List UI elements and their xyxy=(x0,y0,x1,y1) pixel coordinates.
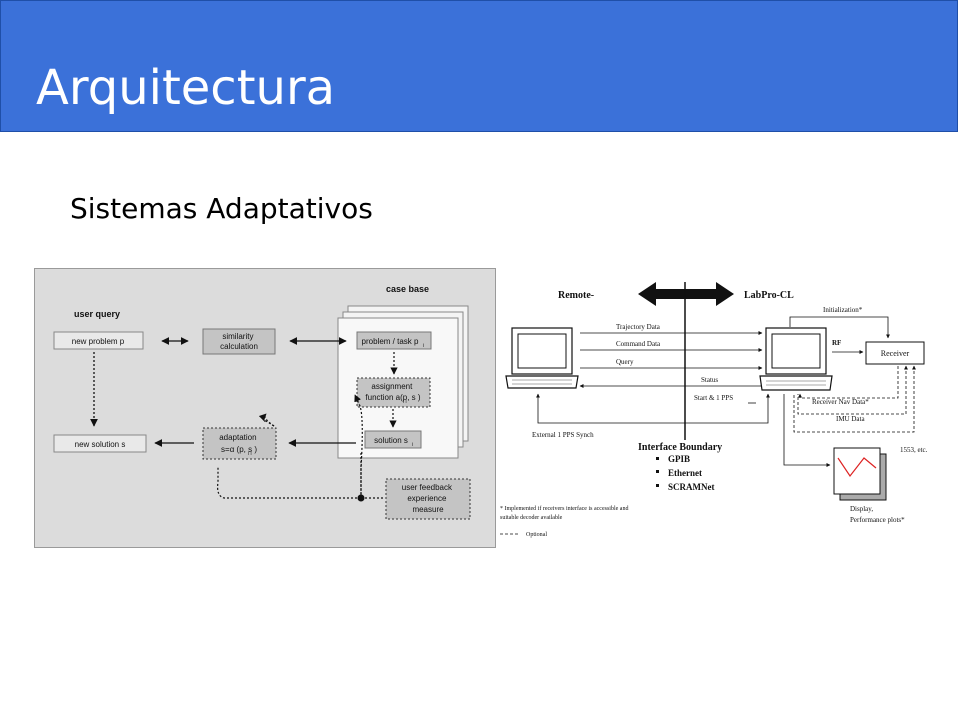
boundary-title: Interface Boundary xyxy=(638,442,722,453)
display-plot-icon xyxy=(833,447,887,501)
assignment-text: assignment function a(p, s ) xyxy=(365,382,420,402)
solution-sub: i xyxy=(412,442,413,448)
footnote-line-2: suitable decoder available xyxy=(500,515,563,521)
new-solution-box xyxy=(53,434,147,453)
similarity-line-1: similarity xyxy=(222,332,253,341)
assignment-sub: i i xyxy=(403,399,407,405)
bullet-icon xyxy=(656,470,659,473)
left-computer-icon xyxy=(505,327,579,389)
adaptation-box xyxy=(202,427,277,460)
arrow-1553 xyxy=(793,365,916,433)
user-query-label: user query xyxy=(74,309,120,319)
query-label: Query xyxy=(616,358,634,366)
display-text: Display, Performance plots* xyxy=(850,505,905,524)
right-computer-icon xyxy=(759,327,833,391)
slide-title: Arquitectura xyxy=(36,60,336,116)
boundary-item-scramnet: SCRAMNet xyxy=(668,482,715,492)
boundary-item-ethernet: Ethernet xyxy=(668,468,702,478)
status-label: Status xyxy=(701,376,718,384)
big-double-arrow-icon xyxy=(638,282,734,306)
new-solution-text: new solution s xyxy=(75,440,126,449)
solution-text: solution s xyxy=(374,436,408,445)
arrow-initialization xyxy=(789,316,890,339)
external-pps-label: External 1 PPS Synch xyxy=(532,431,594,439)
arrow-imu xyxy=(797,365,908,415)
imu-label: IMU Data xyxy=(836,415,865,423)
solution-box xyxy=(364,430,422,449)
initialization-label: Initialization* xyxy=(823,306,863,314)
problem-task-box xyxy=(356,331,432,350)
receiver-box xyxy=(865,341,925,365)
problem-task-text: problem / task p xyxy=(362,337,419,346)
feedback-line-3: measure xyxy=(412,505,444,514)
arrow-feedback-to-assignment xyxy=(354,394,363,498)
boundary-item-gpib: GPIB xyxy=(668,454,690,464)
new-problem-box xyxy=(53,331,144,350)
assignment-box xyxy=(356,377,431,408)
assignment-line-2: function a(p, s ) xyxy=(365,393,420,402)
arrow-display xyxy=(783,394,831,467)
new-problem-text: new problem p xyxy=(72,337,125,346)
footnote-line-1: * Implemented if receivers interface is … xyxy=(500,505,628,512)
bullet-icon xyxy=(656,484,659,487)
receiver-label: Receiver xyxy=(881,349,910,358)
feedback-box xyxy=(385,478,471,520)
feedback-line-1: user feedback xyxy=(402,483,453,492)
slide-subtitle: Sistemas Adaptativos xyxy=(70,192,373,225)
display-line-2: Performance plots* xyxy=(850,516,905,524)
assignment-line-1: assignment xyxy=(371,382,413,391)
start-pps-label: Start & 1 PPS xyxy=(694,394,733,402)
interface-diagram: Remote- LabPro-CL Trajectory Data Comman… xyxy=(500,282,928,538)
feedback-text: user feedback experience measure xyxy=(402,483,455,514)
arrow-receiver-nav xyxy=(798,366,899,399)
similarity-text: similarity calculation xyxy=(220,332,258,351)
rf-label: RF xyxy=(832,339,841,347)
remote-label: Remote- xyxy=(558,290,594,301)
adaptation-line-2: s=α (p, s ) xyxy=(221,445,257,454)
bullet-icon xyxy=(656,457,659,460)
trajectory-label: Trajectory Data xyxy=(616,323,661,331)
similarity-line-2: calculation xyxy=(220,342,258,351)
display-line-1: Display, xyxy=(850,505,873,513)
problem-task-sub: i xyxy=(423,343,424,349)
command-label: Command Data xyxy=(616,340,661,348)
etc1553-label: 1553, etc. xyxy=(900,446,928,454)
title-bar xyxy=(0,0,958,132)
adaptation-sub: i i xyxy=(248,451,252,457)
feedback-line-2: experience xyxy=(407,494,447,503)
adaptation-text: adaptation s=α (p, s ) xyxy=(219,433,259,454)
arrow-start-pps-connector xyxy=(536,393,770,424)
receiver-nav-label: Receiver Nav Data* xyxy=(812,398,869,406)
case-base-label: case base xyxy=(386,284,429,294)
footnote-text: * Implemented if receivers interface is … xyxy=(500,505,630,521)
cbr-diagram: user query case base new problem p simil… xyxy=(34,268,496,548)
optional-label: Optional xyxy=(526,532,547,538)
labpro-label: LabPro-CL xyxy=(744,290,794,301)
adaptation-line-1: adaptation xyxy=(219,433,256,442)
similarity-box xyxy=(202,328,276,355)
